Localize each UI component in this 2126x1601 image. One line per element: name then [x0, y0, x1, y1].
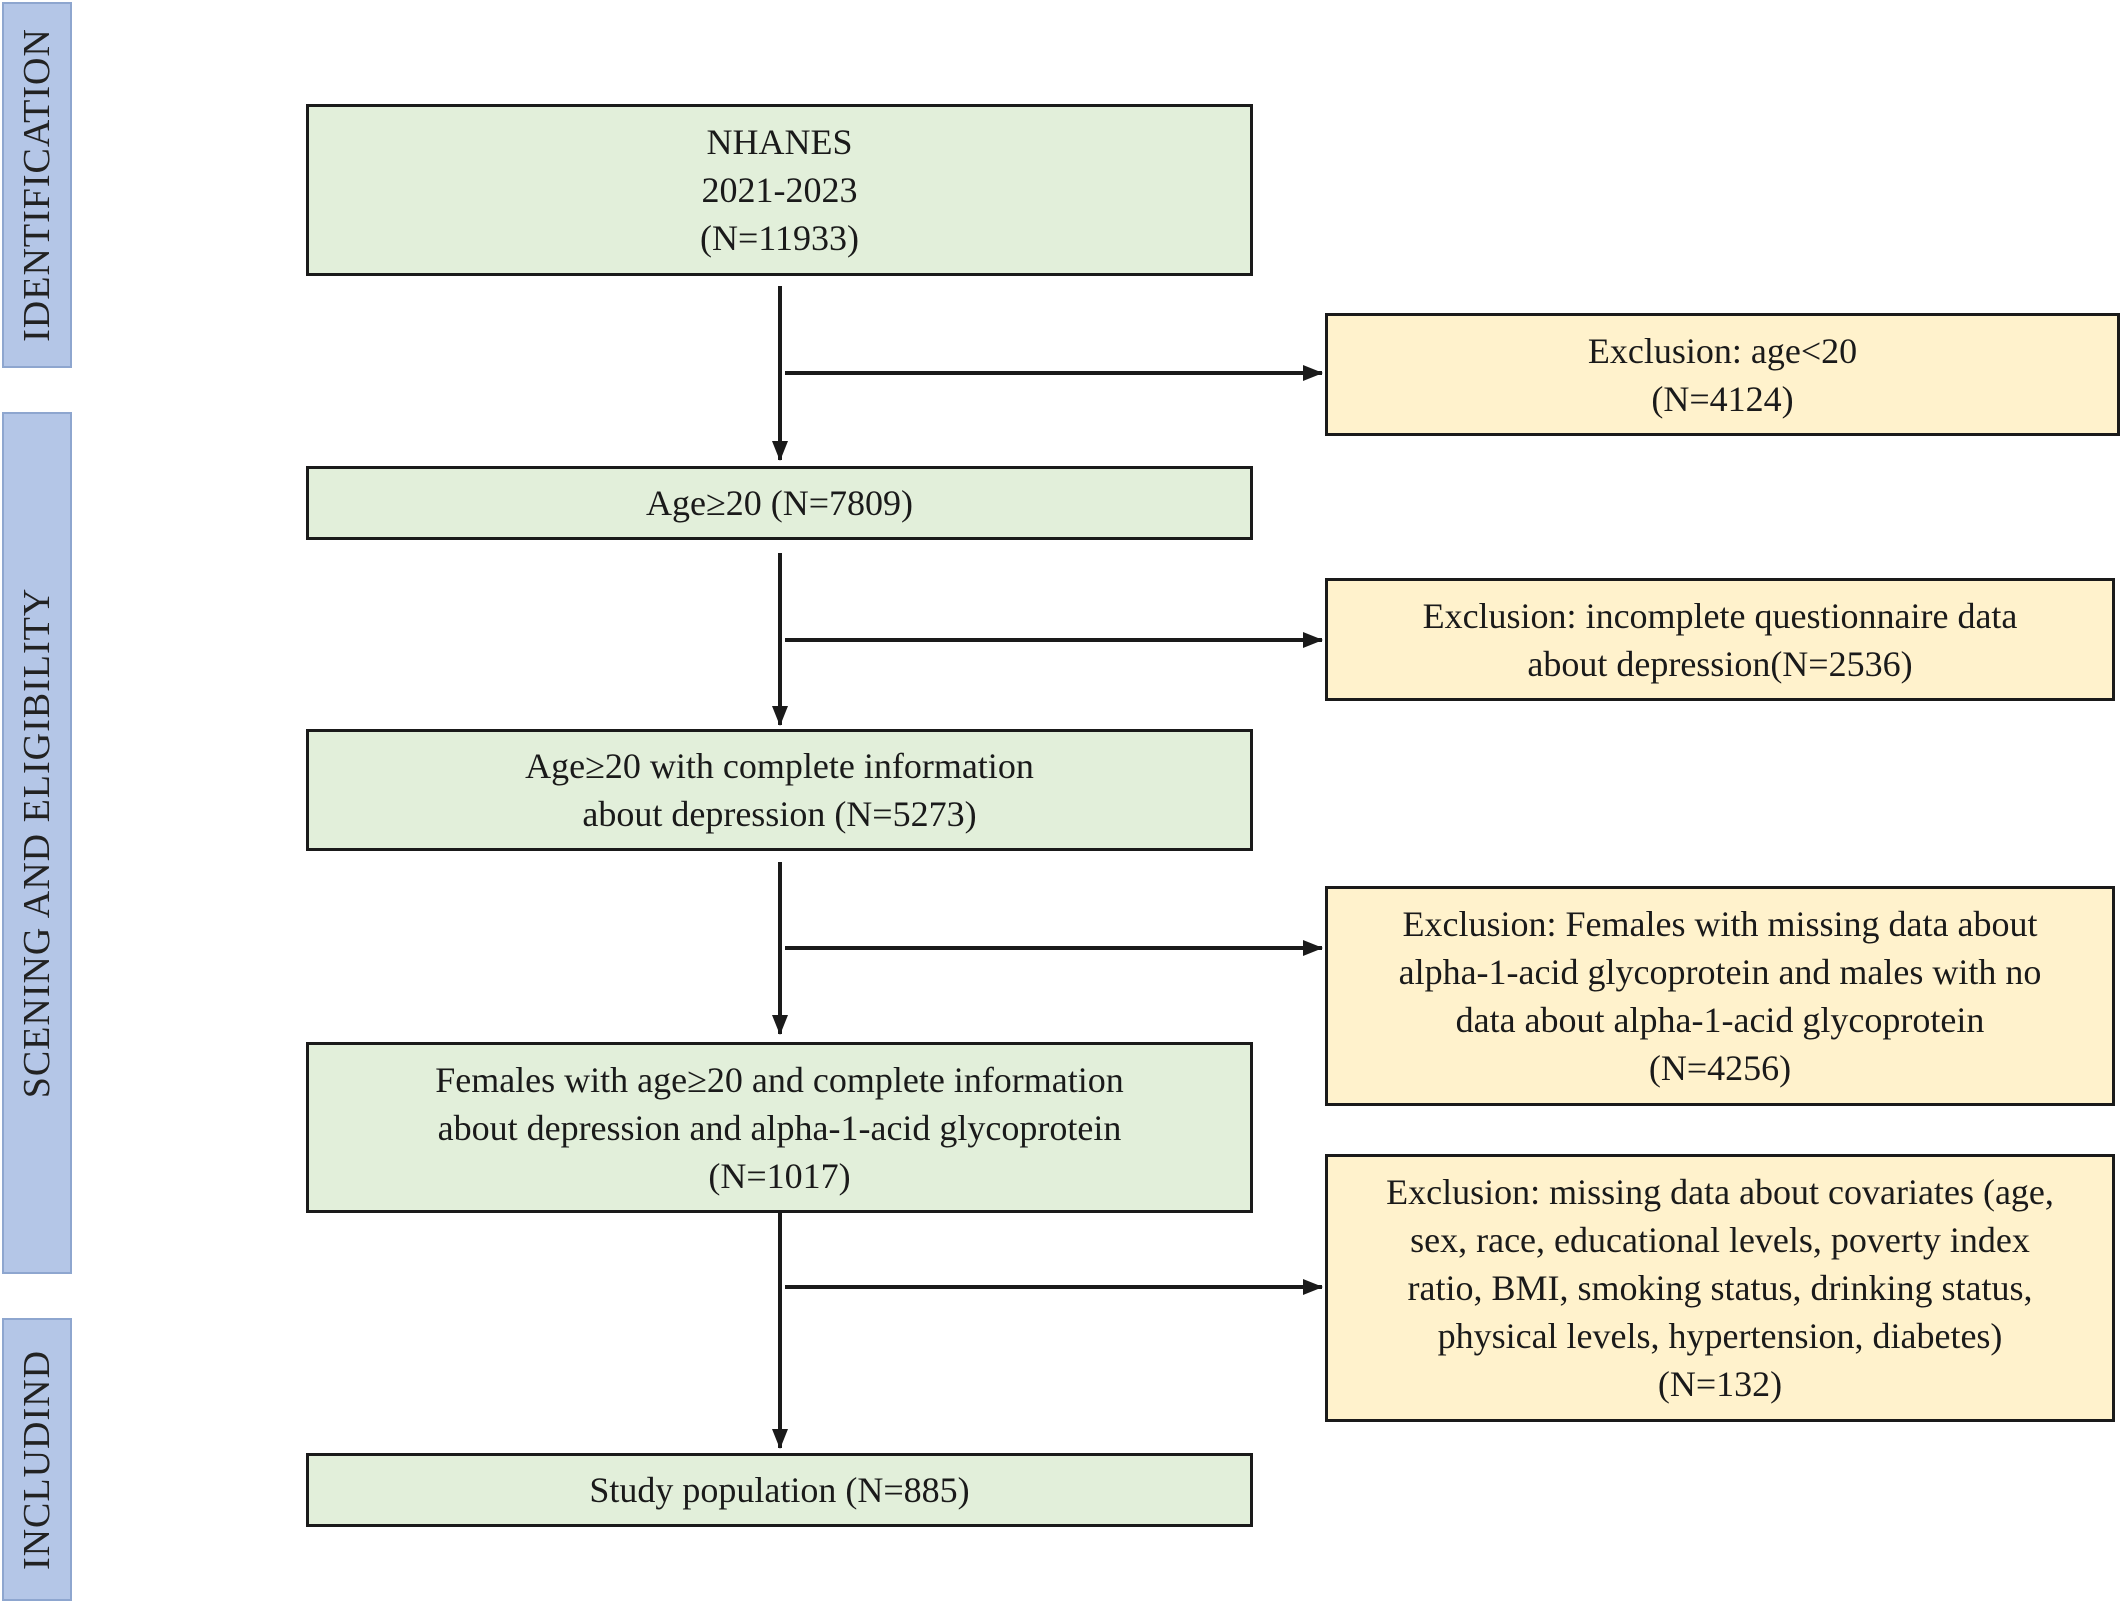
box-exclusion-agp-line-3: data about alpha-1-acid glycoprotein	[1455, 1000, 1985, 1040]
box-exclusion-covariates-line-5: (N=132)	[1657, 1364, 1783, 1404]
phase-including-label: INCLUDIND	[16, 1349, 58, 1570]
box-exclusion-agp-line-4: (N=4256)	[1648, 1048, 1792, 1088]
box-exclusion-covariates-line-3: ratio, BMI, smoking status, drinking sta…	[1407, 1268, 2033, 1308]
box-exclusion-covariates: Exclusion: missing data about covariates…	[1325, 1154, 2115, 1422]
box-exclusion-agp-line-2: alpha-1-acid glycoprotein and males with…	[1398, 952, 2042, 992]
box-exclusion-questionnaire-line-2: about depression(N=2536)	[1527, 643, 1913, 684]
box-nhanes-line-3: (N=11933)	[700, 218, 859, 258]
box-complete-depression-line-1: Age≥20 with complete information	[525, 746, 1034, 786]
box-nhanes-line-2: 2021-2023	[701, 170, 858, 210]
box-nhanes: NHANES 2021-2023 (N=11933)	[306, 104, 1253, 276]
phase-identification: IDENTIFICATION	[2, 2, 72, 368]
box-exclusion-covariates-line-4: physical levels, hypertension, diabetes)	[1437, 1316, 2003, 1356]
box-exclusion-agp: Exclusion: Females with missing data abo…	[1325, 886, 2115, 1106]
box-exclusion-age-line-1: Exclusion: age<20	[1587, 330, 1858, 371]
box-exclusion-age: Exclusion: age<20 (N=4124)	[1325, 313, 2120, 436]
box-exclusion-agp-line-1: Exclusion: Females with missing data abo…	[1402, 904, 2038, 944]
phase-screening: SCENING AND ELIGIBILITY	[2, 412, 72, 1274]
box-nhanes-line-1: NHANES	[706, 122, 853, 162]
box-females-agp: Females with age≥20 and complete informa…	[306, 1042, 1253, 1213]
box-age-20: Age≥20 (N=7809)	[306, 466, 1253, 540]
box-age-20-line-1: Age≥20 (N=7809)	[645, 483, 913, 523]
box-exclusion-covariates-line-1: Exclusion: missing data about covariates…	[1386, 1172, 2054, 1212]
phase-identification-label: IDENTIFICATION	[16, 28, 58, 342]
box-study-population-line-1: Study population (N=885)	[589, 1470, 970, 1510]
box-exclusion-age-line-2: (N=4124)	[1651, 378, 1794, 419]
box-complete-depression: Age≥20 with complete information about d…	[306, 729, 1253, 851]
box-exclusion-questionnaire-line-1: Exclusion: incomplete questionnaire data	[1422, 595, 2018, 636]
box-females-agp-line-1: Females with age≥20 and complete informa…	[435, 1059, 1124, 1100]
phase-screening-label: SCENING AND ELIGIBILITY	[16, 587, 58, 1099]
box-complete-depression-line-2: about depression (N=5273)	[582, 794, 977, 834]
box-females-agp-line-2: about depression and alpha-1-acid glycop…	[437, 1107, 1122, 1148]
box-exclusion-questionnaire: Exclusion: incomplete questionnaire data…	[1325, 578, 2115, 701]
box-study-population: Study population (N=885)	[306, 1453, 1253, 1527]
box-females-agp-line-3: (N=1017)	[708, 1155, 851, 1196]
phase-including: INCLUDIND	[2, 1318, 72, 1601]
box-exclusion-covariates-line-2: sex, race, educational levels, poverty i…	[1410, 1220, 2030, 1260]
